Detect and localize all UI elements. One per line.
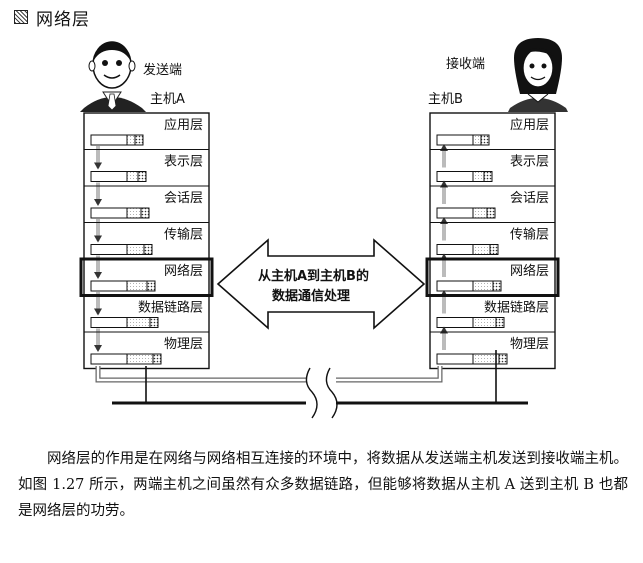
host_a-layer-6-label: 数据链路层 <box>138 300 203 316</box>
host_b-layer-2-trailer-block <box>483 171 493 182</box>
host_b-layer-1-header-block <box>472 134 482 146</box>
host_b-layer-3-header-block <box>472 207 488 219</box>
host_a-layer-1-trailer-block <box>134 134 144 146</box>
physical-cable <box>95 366 443 383</box>
host_a-layer-7-label: 物理层 <box>164 337 203 352</box>
host_a-layer-4-label: 传输层 <box>164 227 203 243</box>
host_a-layer-5-header-block <box>126 280 148 292</box>
receiver-person-icon <box>508 38 568 112</box>
host_b-layer-4-header-block <box>472 244 491 255</box>
host_b-layer-1-data-block <box>436 134 474 146</box>
host_a-layer-2-flow-arrowhead <box>94 199 102 206</box>
host_b-layer-7-data-block <box>436 353 474 365</box>
host_a-layer-5-flow-arrowhead <box>94 308 102 316</box>
host_a-layer-2-data-block <box>90 171 128 182</box>
host_a-layer-7-header-block <box>126 353 154 365</box>
host_b-layer-6-header-block <box>472 317 497 328</box>
host_b-layer-6-trailer-block <box>495 317 505 328</box>
host_a-layer-4-header-block <box>126 244 145 255</box>
sender-person-icon <box>80 41 146 112</box>
host_a-layer-2-header-block <box>126 171 139 182</box>
host_a-layer-3-label: 会话层 <box>164 191 203 206</box>
host_b-layer-2-data-block <box>436 171 474 182</box>
host_a-layer-4-trailer-block <box>143 244 153 255</box>
host_a-layer-6-trailer-block <box>149 317 159 328</box>
network-layer-diagram: 发送端 主机A 接收端 主机B 应用层表示层会话层传输层网络层数据链路层物理层 … <box>79 38 568 419</box>
host_a-layer-3-header-block <box>126 207 142 219</box>
host_b-layer-5-header-block <box>472 280 494 292</box>
host_b-layer-4-data-block <box>436 244 474 255</box>
host_b-layer-7-header-block <box>472 353 500 365</box>
section-square-icon <box>14 10 28 24</box>
host_b-layer-7-trailer-block <box>498 353 508 365</box>
host_b-layer-3-data-block <box>436 207 474 219</box>
center-arrow-line2: 数据通信处理 <box>272 288 350 304</box>
host_a-layer-5-data-block <box>90 280 128 292</box>
host_b-layer-1-trailer-block <box>480 134 490 146</box>
body-paragraph: 网络层的作用是在网络与网络相互连接的环境中，将数据从发送端主机发送到接收端主机。… <box>18 451 628 519</box>
host_b-layer-2-label: 表示层 <box>510 155 549 170</box>
host-b-name: 主机B <box>428 92 463 107</box>
host_b-layer-3-label: 会话层 <box>510 191 549 206</box>
host_a-layer-3-trailer-block <box>140 207 150 219</box>
host_a-layer-1-flow-arrowhead <box>94 162 102 170</box>
network-bus <box>112 350 528 419</box>
host_a-layer-4-data-block <box>90 244 128 255</box>
host_a-layer-7-data-block <box>90 353 128 365</box>
host_b-layer-6-data-block <box>436 317 474 328</box>
host_a-layer-3-data-block <box>90 207 128 219</box>
host_b-layer-2-header-block <box>472 171 485 182</box>
center-double-arrow: 从主机A到主机B的 数据通信处理 <box>216 238 426 330</box>
host_a-layer-1-data-block <box>90 134 128 146</box>
host_a-layer-7-trailer-block <box>152 353 162 365</box>
host_b-layer-3-trailer-block <box>486 207 496 219</box>
host_b-layer-5-label: 网络层 <box>510 263 549 279</box>
host-a-role: 发送端 <box>143 62 182 78</box>
host_a-layer-1-label: 应用层 <box>164 117 203 133</box>
host_a-layer-6-flow-arrowhead <box>94 345 102 352</box>
host_a-layer-5-label: 网络层 <box>164 263 203 279</box>
host_b-layer-1-label: 应用层 <box>510 117 549 133</box>
host_b-layer-5-data-block <box>436 280 474 292</box>
host_b-layer-4-trailer-block <box>489 244 499 255</box>
host_b-layer-7-label: 物理层 <box>510 337 549 352</box>
host_b-network-layer-highlight <box>425 257 560 297</box>
host_b-layer-6-label: 数据链路层 <box>484 300 549 316</box>
host_a-layer-6-header-block <box>126 317 151 328</box>
section-title: 网络层 <box>14 6 90 30</box>
host_a-layer-2-trailer-block <box>137 171 147 182</box>
center-arrow-line1: 从主机A到主机B的 <box>258 268 369 284</box>
host_b-layer-4-label: 传输层 <box>510 227 549 243</box>
host_a-layer-4-flow-arrowhead <box>94 272 102 279</box>
host_a-layer-2-label: 表示层 <box>164 155 203 170</box>
host_a-network-layer-highlight <box>79 257 214 297</box>
host-a-name: 主机A <box>150 92 185 107</box>
host_a-layer-3-flow-arrowhead <box>94 235 102 243</box>
section-title-text: 网络层 <box>36 9 90 30</box>
host-b-role: 接收端 <box>446 56 485 72</box>
host_a-layer-1-header-block <box>126 134 136 146</box>
host_a-layer-6-data-block <box>90 317 128 328</box>
host_a-layer-5-trailer-block <box>146 280 156 292</box>
host_b-layer-5-trailer-block <box>492 280 502 292</box>
